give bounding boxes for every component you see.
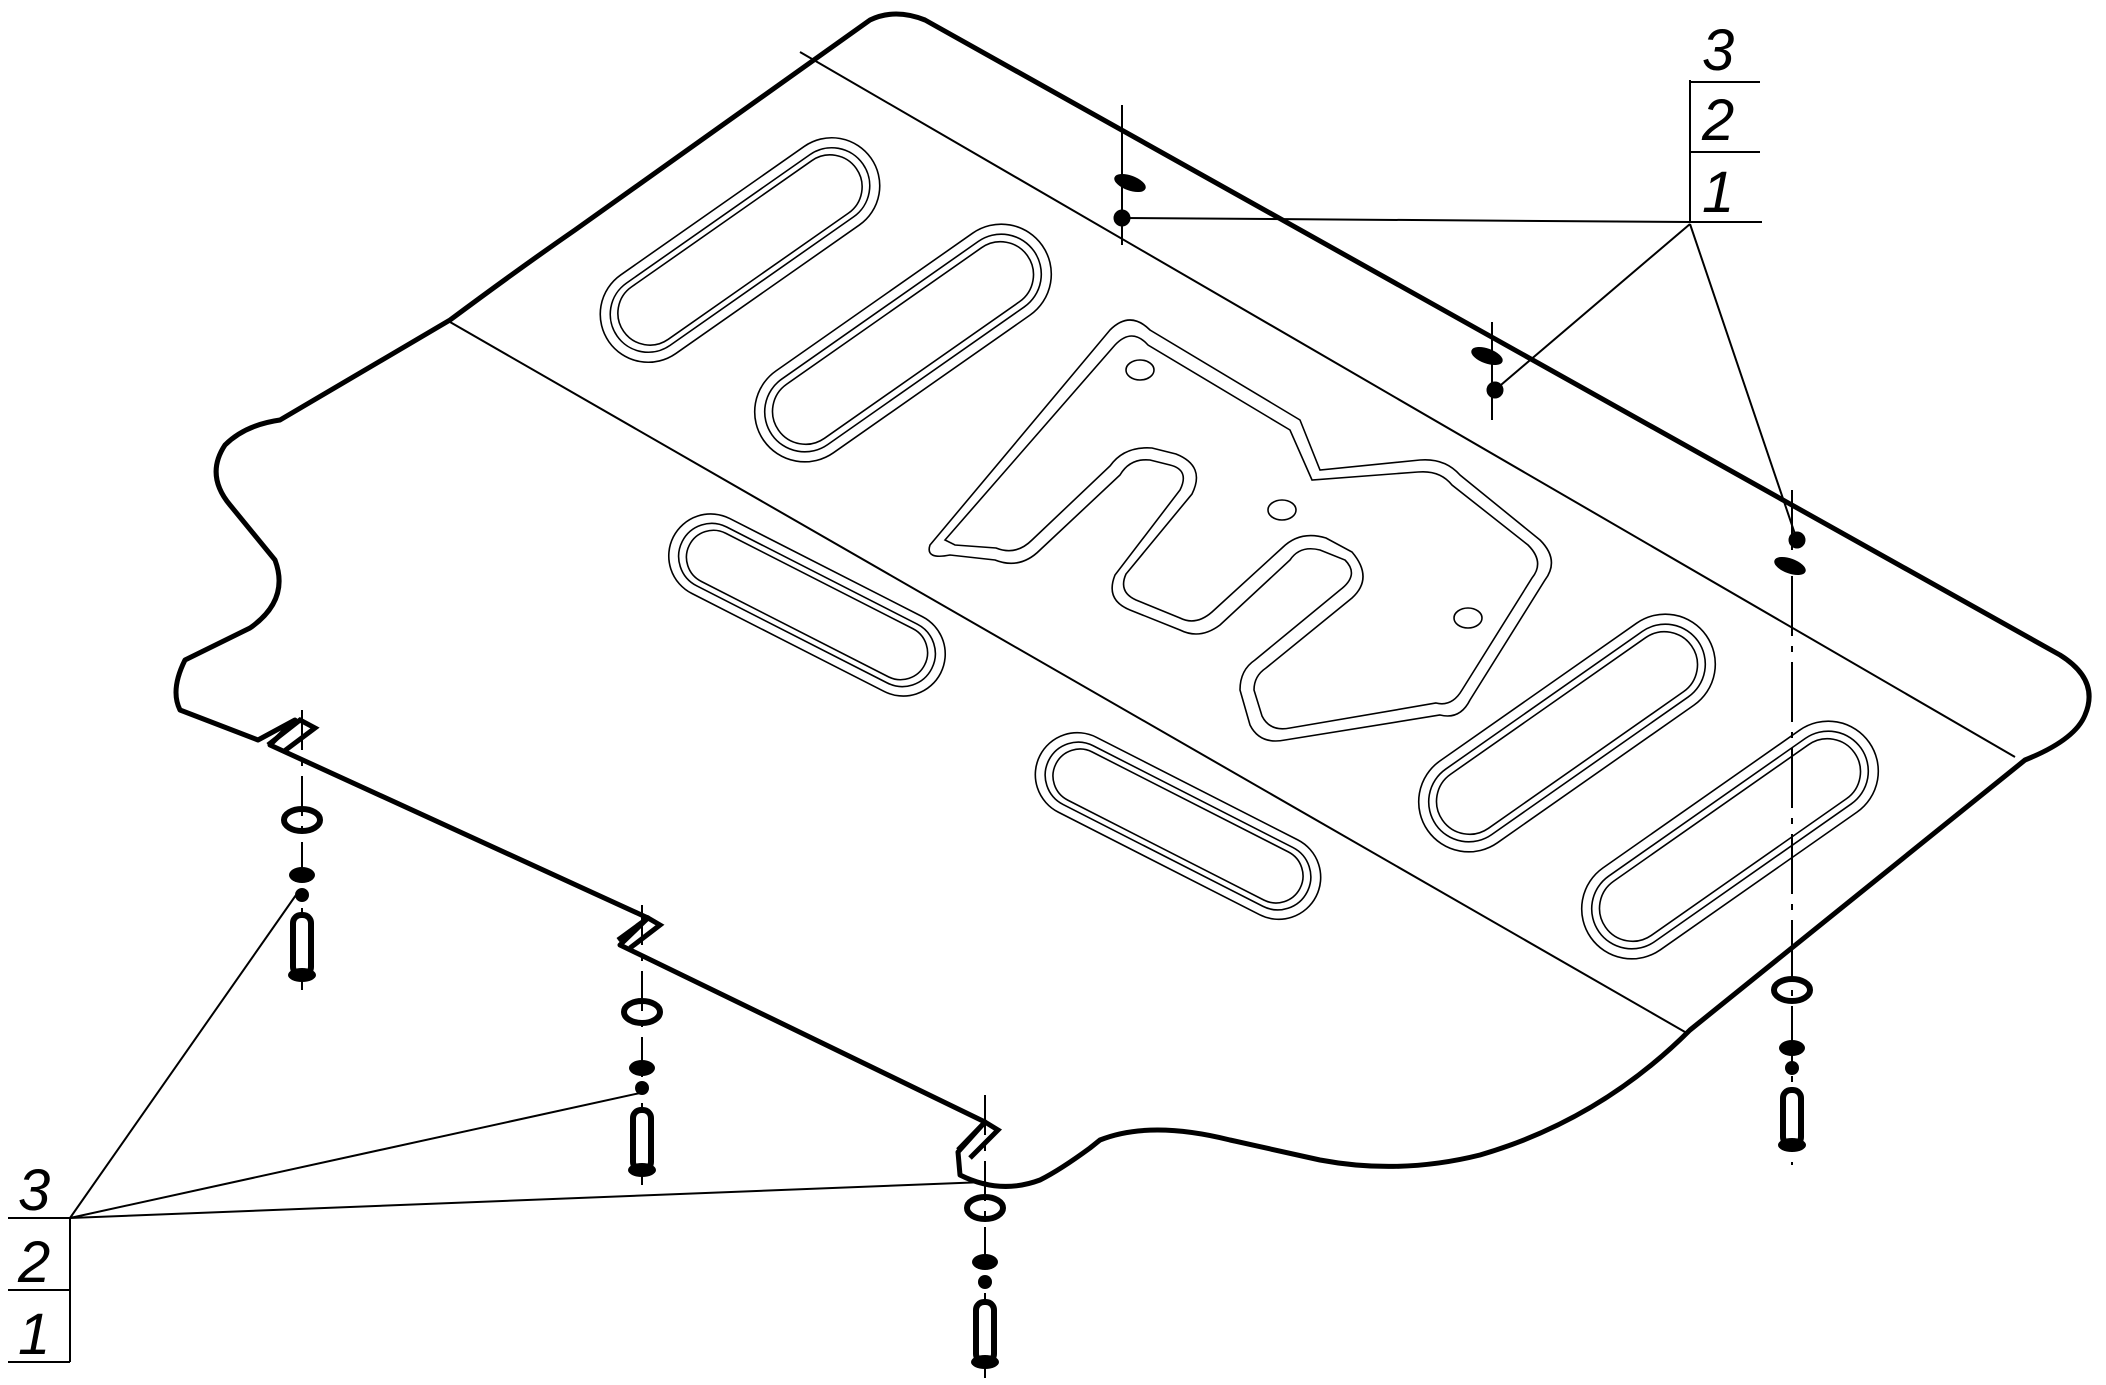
bolt <box>290 912 314 978</box>
bolt-head <box>288 968 316 982</box>
bolt-stack-2 <box>621 905 663 1185</box>
top-fasteners <box>1113 105 1806 1165</box>
callout-bottom-left-label-3: 3 <box>18 1158 50 1223</box>
bolt-stack-1 <box>281 710 323 990</box>
nut <box>972 1254 998 1270</box>
bolt-stacks <box>281 710 1813 1378</box>
washer <box>964 1194 1006 1222</box>
bolt-stack-4 <box>1771 976 1813 1152</box>
washer <box>621 998 663 1026</box>
bolt <box>630 1107 654 1173</box>
bolt-stack-3 <box>964 1095 1006 1378</box>
callout-top-right <box>1121 80 1798 541</box>
nut <box>289 867 315 883</box>
callout-dot <box>635 1081 649 1095</box>
callout-dot <box>1785 1061 1799 1075</box>
washer <box>1771 976 1813 1004</box>
callout-top-right-label-2: 2 <box>1701 88 1734 153</box>
crease-line-top <box>799 51 2016 758</box>
callout-dot <box>978 1275 992 1289</box>
callout-dot <box>295 888 309 902</box>
plate-outline <box>173 11 2092 1189</box>
crease-line-bottom <box>449 321 1686 1033</box>
callout-bottom-left-label-1: 1 <box>18 1302 50 1367</box>
bolt <box>973 1299 997 1365</box>
bolt <box>1780 1087 1804 1148</box>
mounting-tabs <box>266 717 1003 1160</box>
bolt-head <box>628 1163 656 1177</box>
ribs <box>599 136 1880 960</box>
nut <box>629 1060 655 1076</box>
bolt-head <box>971 1355 999 1369</box>
nut <box>1779 1040 1805 1056</box>
callout-bottom-left-label-2: 2 <box>17 1230 50 1295</box>
callout-top-right-label-1: 1 <box>1702 160 1734 225</box>
callout-bottom-left <box>8 894 986 1363</box>
washer <box>281 806 323 834</box>
callout-top-right-label-3: 3 <box>1702 18 1734 83</box>
bolt-head <box>1778 1138 1806 1152</box>
